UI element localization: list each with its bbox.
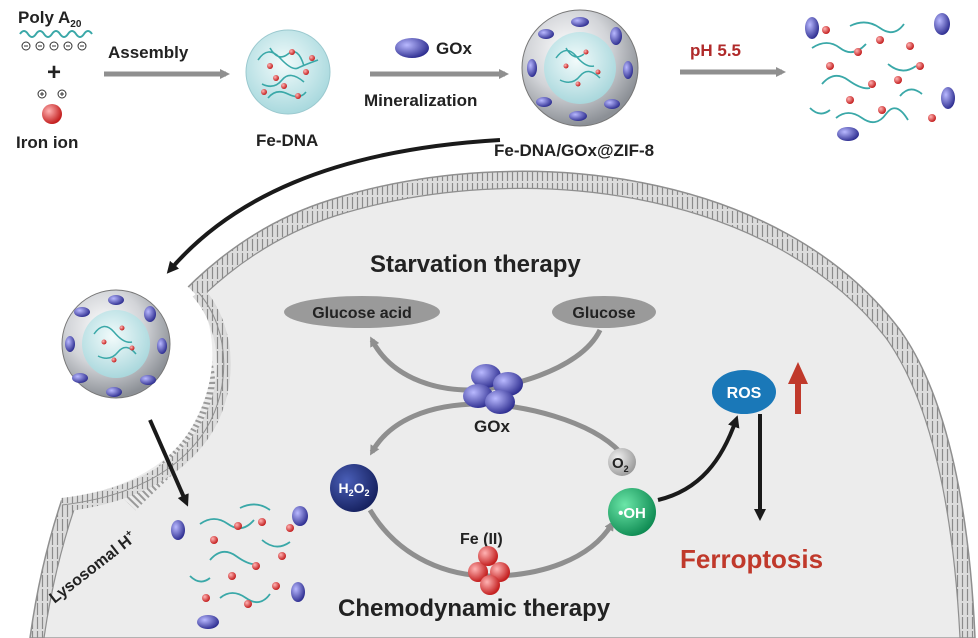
negative-charges-icon (21, 41, 87, 51)
uptake-arrow (166, 138, 501, 274)
glucose-acid-label: Glucose acid (312, 305, 412, 322)
fe-dna-label: Fe-DNA (256, 131, 318, 150)
fe-ii-cluster-icon (468, 546, 510, 595)
oxygen-node: O2 (608, 448, 636, 476)
chemodynamic-therapy-title: Chemodynamic therapy (338, 595, 611, 622)
dna-wave-icon (19, 30, 93, 38)
mineralization-label: Mineralization (364, 91, 477, 110)
assembly-label: Assembly (108, 43, 189, 62)
svg-text:O2: O2 (612, 455, 629, 474)
ros-node: ROS (712, 370, 776, 414)
gox-label: GOx (474, 417, 510, 436)
glucose-label: Glucose (572, 305, 635, 322)
fe-ii-label: Fe (II) (460, 531, 503, 548)
o2-subscript: 2 (624, 464, 629, 474)
fe-dna-gox-zif8-particle (521, 9, 639, 127)
h2o2-node: H2O2 (330, 464, 378, 512)
glucose-acid-pill: Glucose acid (284, 296, 440, 328)
fe-dna-gox-zif8-label: Fe-DNA/GOx@ZIF-8 (494, 141, 654, 160)
lysosomal-superscript: + (123, 527, 135, 539)
h2o2-o: O (354, 480, 365, 496)
internalized-particle (61, 289, 171, 399)
svg-text:H2O2: H2O2 (338, 480, 369, 498)
ros-label: ROS (727, 385, 762, 402)
gox-legend-icon (395, 38, 429, 58)
iron-ion-icon (37, 89, 67, 124)
h2o2-sub2: 2 (365, 488, 370, 498)
poly-a-label: Poly A (18, 8, 70, 27)
o2-label: O (612, 455, 624, 472)
svg-text:Poly A20: Poly A20 (18, 8, 82, 30)
ferroptosis-label: Ferroptosis (680, 544, 823, 574)
gox-legend-label: GOx (436, 39, 472, 58)
hydroxyl-radical-node: •OH (608, 488, 656, 536)
lysosome-arrow (148, 419, 189, 507)
released-products-top (805, 13, 955, 141)
released-products-cell (171, 503, 308, 629)
glucose-pill: Glucose (552, 296, 656, 328)
plus-sign: + (47, 59, 61, 86)
oh-to-ros-arrow (657, 415, 740, 502)
starvation-therapy-title: Starvation therapy (370, 251, 581, 278)
increase-up-arrow-icon (788, 362, 808, 414)
gox-enzyme-cluster (463, 364, 523, 414)
h2o2-sub1: 2 (349, 488, 354, 498)
fe-dna-particle (245, 29, 331, 115)
oh-label: •OH (618, 505, 646, 522)
ph-label: pH 5.5 (690, 41, 741, 60)
h2o2-h: H (338, 480, 348, 496)
poly-a-strand: Poly A20 (18, 8, 93, 51)
iron-ion-label: Iron ion (16, 133, 78, 152)
poly-a-subscript: 20 (70, 19, 82, 30)
